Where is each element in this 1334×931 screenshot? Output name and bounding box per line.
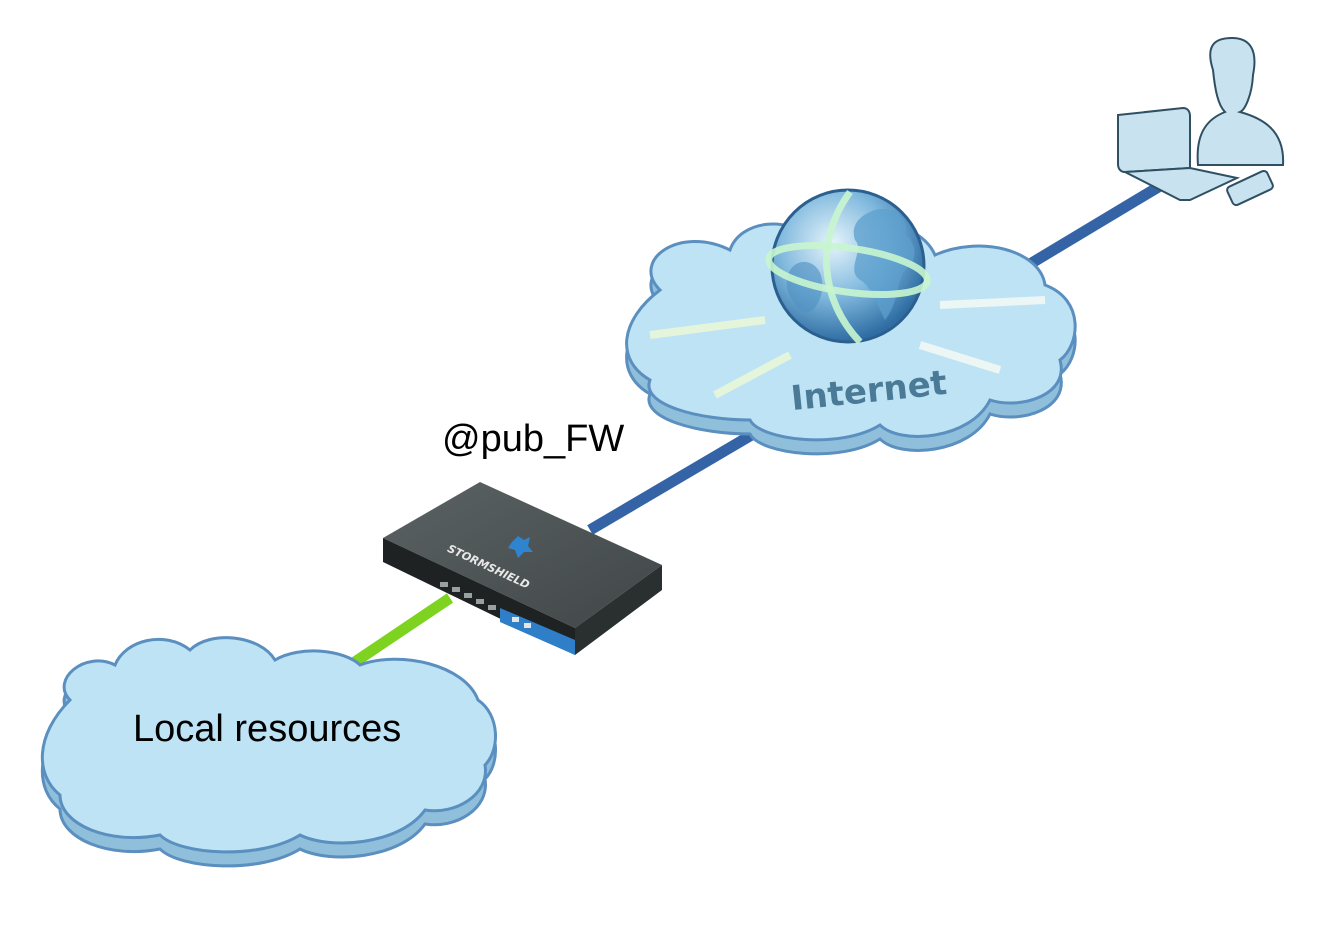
globe-icon	[765, 188, 931, 345]
remote-user-icon	[1117, 36, 1285, 207]
light-ray	[939, 296, 1046, 309]
firewall-address-label: @pub_FW	[442, 418, 625, 460]
internet-cloud: Internet	[625, 188, 1077, 456]
phone-icon	[1226, 169, 1274, 207]
stormshield-firewall-icon: STORMSHIELD	[383, 482, 662, 655]
link-internet-firewall	[587, 425, 763, 535]
laptop-icon	[1117, 106, 1241, 201]
light-ray	[918, 341, 1002, 374]
user-icon	[1196, 36, 1285, 166]
light-ray	[713, 351, 792, 399]
local-resources-cloud	[40, 636, 497, 868]
stormshield-logo-icon	[508, 536, 533, 558]
light-ray	[649, 316, 766, 339]
link-user-internet	[1007, 181, 1163, 281]
local-resources-label: Local resources	[133, 708, 402, 750]
link-firewall-local	[336, 593, 454, 677]
